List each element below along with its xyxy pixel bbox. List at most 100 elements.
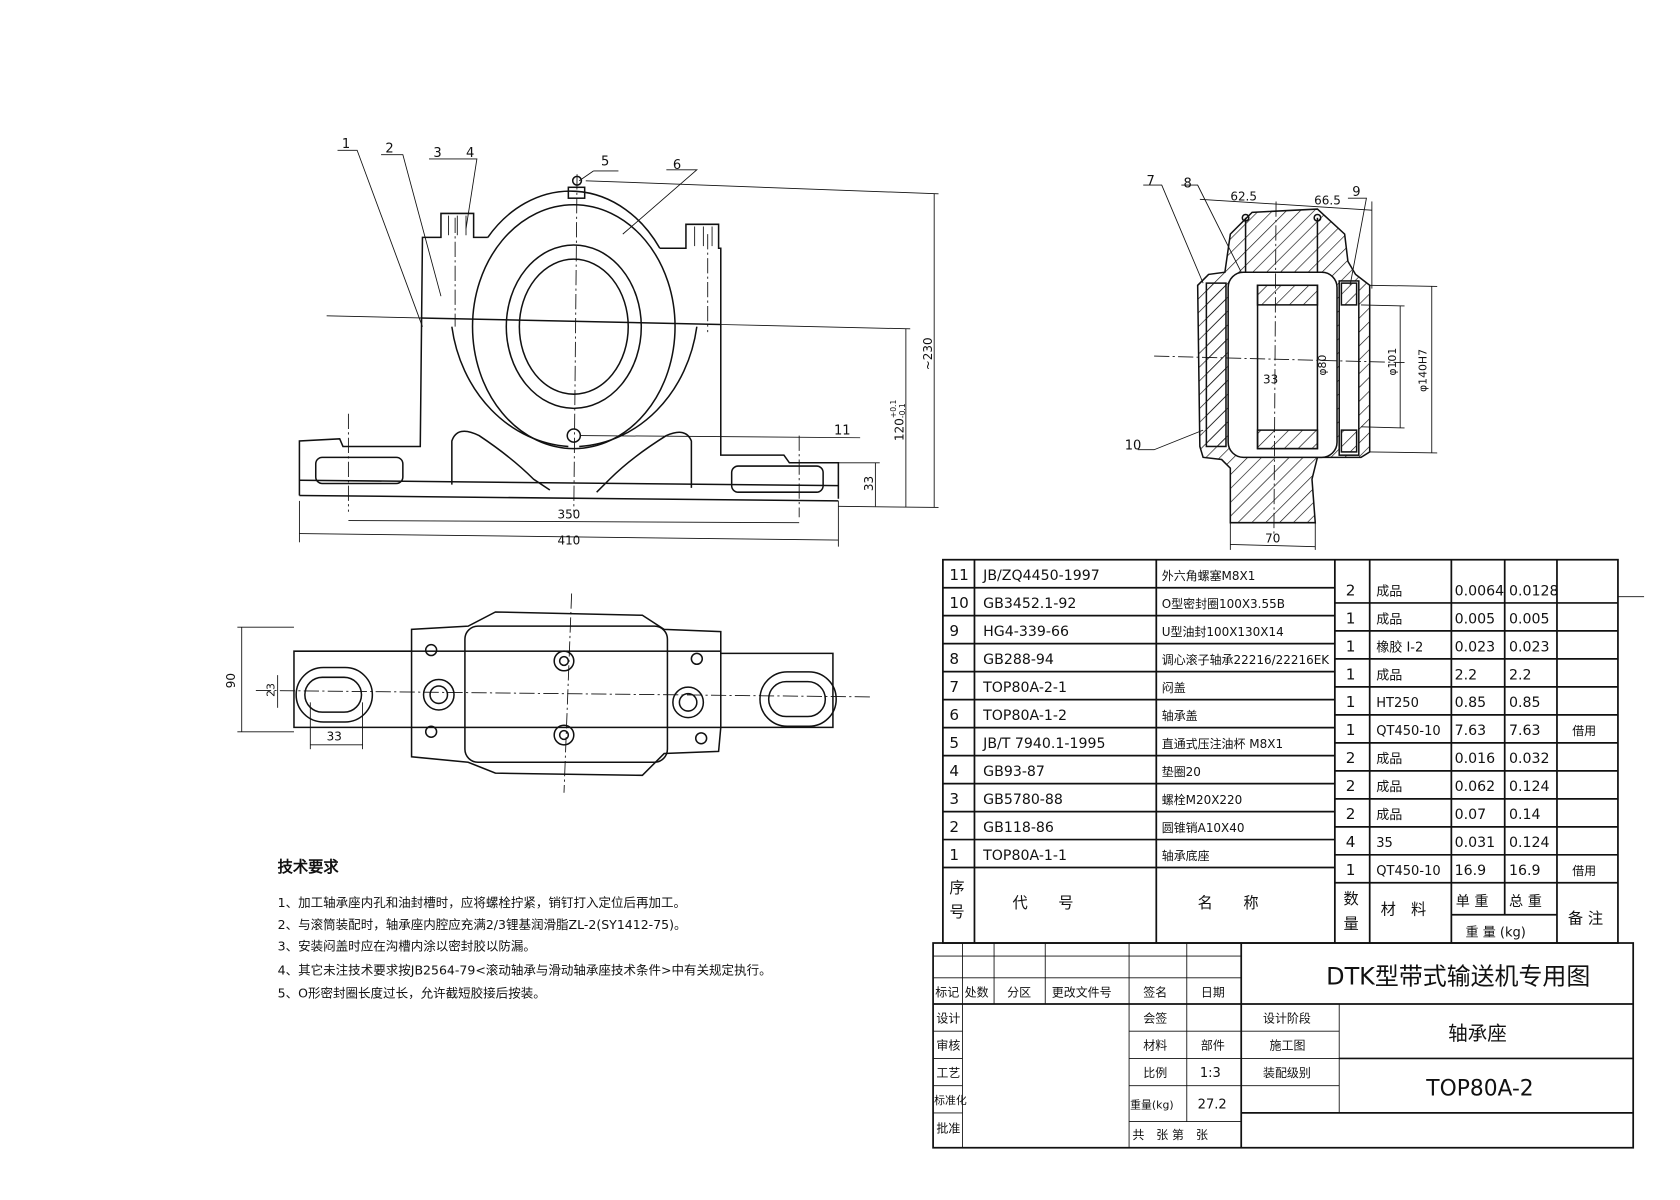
- cell-name: U型油封100X130X14: [1162, 625, 1284, 639]
- cell-unit-weight: 0.062: [1455, 779, 1495, 795]
- dim-side-right: 66.5: [1314, 194, 1341, 208]
- dim-seal: φ101: [1386, 348, 1399, 376]
- cell-total-weight: 0.023: [1509, 639, 1549, 655]
- cell-qty: 2: [1346, 749, 1356, 767]
- cell-code: GB3452.1-92: [983, 596, 1076, 612]
- header-unit-weight: 单 重: [1456, 894, 1489, 910]
- cell-total-weight: 16.9: [1509, 863, 1540, 879]
- weight-value: 27.2: [1198, 1098, 1227, 1113]
- sheet-count-label: 共 张 第 张: [1132, 1128, 1208, 1142]
- design-stage-value: 施工图: [1270, 1039, 1306, 1053]
- cell-total-weight: 0.124: [1509, 779, 1549, 795]
- dim-bolt-span: 350: [557, 507, 580, 521]
- cell-unit-weight: 0.85: [1455, 695, 1486, 711]
- rev-header-doc-no: 更改文件号: [1052, 984, 1112, 999]
- cell-total-weight: 0.032: [1509, 751, 1549, 767]
- header-no-a: 序: [949, 879, 964, 897]
- cell-code: JB/T 7940.1-1995: [982, 736, 1105, 752]
- cell-material: 成品: [1376, 752, 1402, 767]
- cell-material: 成品: [1376, 612, 1402, 627]
- cell-remark: 借用: [1572, 724, 1596, 738]
- header-material: 材 料: [1381, 901, 1427, 919]
- cell-no: 1: [949, 846, 959, 864]
- cell-no: 4: [949, 762, 959, 780]
- cell-total-weight: 0.14: [1509, 807, 1540, 823]
- cell-material: QT450-10: [1376, 864, 1440, 879]
- dim-side-base-width: 70: [1265, 531, 1280, 545]
- cell-name: 轴承底座: [1162, 848, 1210, 863]
- header-weight-kg: 重 量 (kg): [1466, 924, 1526, 940]
- cell-total-weight: 0.005: [1509, 611, 1549, 627]
- part-name: 轴承座: [1448, 1022, 1507, 1045]
- cell-remark: 借用: [1572, 864, 1596, 878]
- cell-qty: 2: [1346, 581, 1356, 599]
- cell-total-weight: 2.2: [1509, 667, 1531, 683]
- cell-name: O型密封圈100X3.55B: [1162, 596, 1285, 611]
- cell-unit-weight: 0.031: [1455, 835, 1495, 851]
- role-review: 审核: [936, 1038, 960, 1053]
- header-no-b: 号: [949, 903, 964, 921]
- cell-no: 9: [949, 622, 959, 640]
- cell-qty: 1: [1346, 637, 1356, 655]
- cell-no: 11: [949, 566, 968, 584]
- role-standardization: 标准化: [934, 1093, 967, 1107]
- cell-no: 6: [949, 706, 959, 724]
- tech-req-item: 2、与滚筒装配时，轴承座内腔应充满2/3锂基润滑脂ZL-2(SY1412-75)…: [278, 917, 687, 932]
- tech-req-title: 技术要求: [278, 858, 340, 876]
- cell-name: 轴承盖: [1162, 708, 1198, 723]
- cell-no: 8: [949, 650, 959, 668]
- drawing-number: TOP80A-2: [1425, 1076, 1533, 1101]
- table-row: 9 HG4-339-66 U型油封100X130X14 1 橡胶 I-2 0.023 0.0…: [942, 622, 1618, 660]
- cell-unit-weight: 0.07: [1455, 807, 1486, 823]
- cell-qty: 2: [1346, 805, 1356, 823]
- cell-material: QT450-10: [1376, 724, 1440, 739]
- cell-qty: 1: [1346, 693, 1356, 711]
- cell-name: 圆锥销A10X40: [1162, 821, 1245, 835]
- cell-code: HG4-339-66: [983, 624, 1069, 640]
- balloon-7: 7: [1146, 174, 1154, 189]
- front-view: 1 2 3 4 5 6 11 ~230 120 +0.1 -0.1 33 350…: [298, 137, 939, 547]
- cell-code: GB288-94: [983, 652, 1054, 668]
- cell-no: 10: [949, 594, 968, 612]
- cell-name: 调心滚子轴承22216/22216EK: [1162, 652, 1331, 667]
- dim-overall-length: 410: [557, 533, 580, 547]
- cell-no: 2: [949, 818, 959, 836]
- cell-code: TOP80A-2-1: [982, 680, 1067, 696]
- cell-name: 闷盖: [1162, 680, 1186, 695]
- balloon-10: 10: [1125, 439, 1142, 454]
- cell-qty: 2: [1346, 777, 1356, 795]
- cell-qty: 1: [1346, 665, 1356, 683]
- balloon-11: 11: [834, 423, 851, 438]
- title-block: DTK型带式输送机专用图 轴承座 TOP80A-2 标记 处数 分区 更改文件号…: [932, 942, 1635, 1149]
- cell-material: 35: [1376, 836, 1393, 851]
- dim-plan-slot-len: 33: [327, 729, 342, 743]
- cell-material: 橡胶 I-2: [1376, 639, 1423, 655]
- cell-unit-weight: 7.63: [1455, 723, 1486, 739]
- cell-total-weight: 0.124: [1509, 835, 1549, 851]
- dim-side-left: 62.5: [1230, 189, 1257, 203]
- cell-unit-weight: 0.023: [1455, 639, 1495, 655]
- cell-qty: 1: [1346, 861, 1356, 879]
- balloon-3: 3: [433, 146, 441, 161]
- cell-code: GB93-87: [983, 764, 1045, 780]
- tech-req-item: 1、加工轴承座内孔和油封槽时，应将螺栓拧紧，销钉打入定位后再加工。: [278, 895, 686, 910]
- dim-plan-width: 90: [224, 673, 238, 688]
- design-stage-label: 设计阶段: [1263, 1011, 1311, 1026]
- cell-no: 7: [949, 678, 959, 696]
- role-process: 工艺: [936, 1066, 960, 1080]
- cell-material: 成品: [1376, 668, 1402, 683]
- material-value: 部件: [1201, 1038, 1225, 1053]
- balloon-1: 1: [342, 137, 350, 152]
- technical-requirements: 技术要求 1、加工轴承座内孔和油封槽时，应将螺栓拧紧，销钉打入定位后再加工。 2…: [278, 858, 772, 1000]
- dim-center-tol-lower: -0.1: [898, 403, 907, 418]
- tech-req-item: 3、安装闷盖时应在沟槽内涂以密封胶以防漏。: [278, 939, 536, 954]
- cell-material: 成品: [1376, 808, 1402, 823]
- cell-name: 直通式压注油杯 M8X1: [1162, 736, 1283, 751]
